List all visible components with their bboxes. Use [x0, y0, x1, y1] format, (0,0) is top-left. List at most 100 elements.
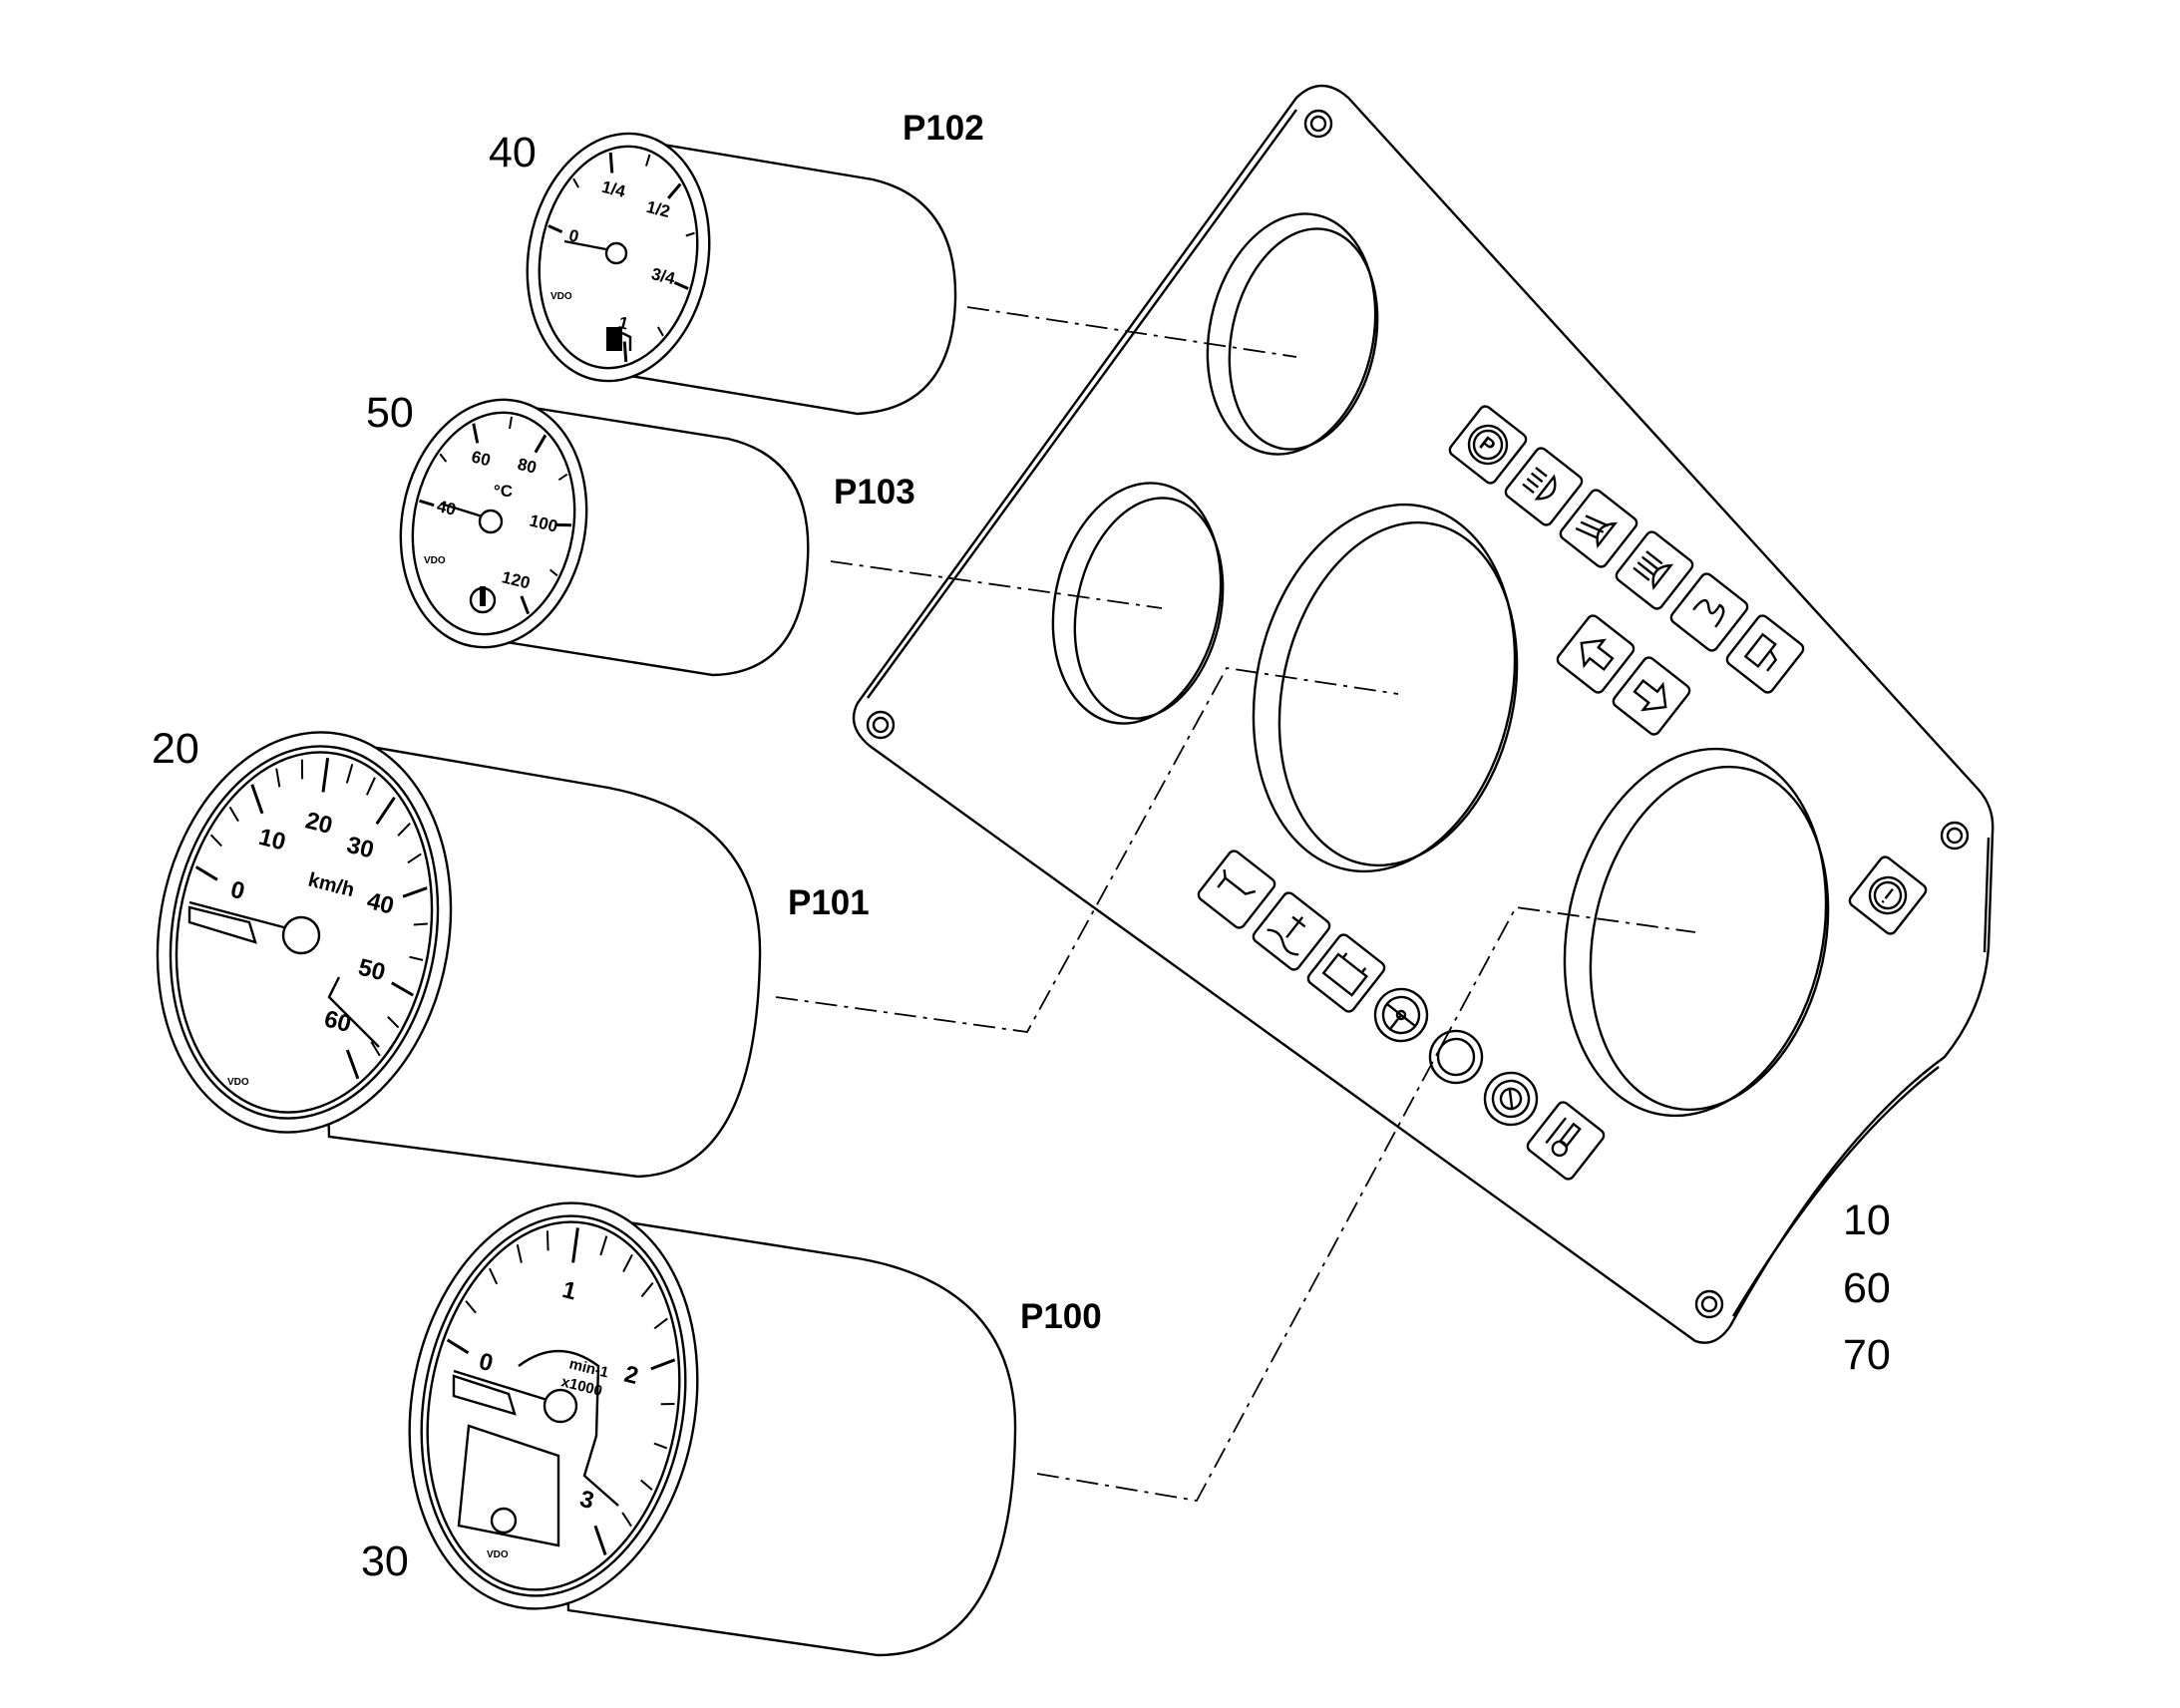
speedometer-tick-label: 10 [256, 824, 288, 856]
tachometer-tick-mark [446, 1338, 470, 1355]
speedometer-tick-mark [275, 768, 281, 788]
tachometer-tick-mark [545, 1230, 549, 1251]
speedometer-tick-mark [402, 886, 428, 898]
fuel-gauge-tick-mark [547, 224, 563, 234]
speedometer-tick-mark [387, 1016, 400, 1029]
speedometer-tick-label: 60 [321, 1005, 353, 1038]
callout-70: 70 [1843, 1331, 1891, 1379]
low-beam-icon [1559, 489, 1638, 568]
tachometer-tick-mark [621, 1512, 632, 1528]
fuel-gauge-tick-mark [644, 154, 651, 167]
part-label-p100: P100 [1020, 1297, 1102, 1336]
tachometer-tick-mark [653, 1442, 668, 1450]
brake-warning-icon [1483, 1071, 1539, 1127]
callout-50: 50 [366, 389, 414, 437]
tachometer-brand: VDO [487, 1549, 509, 1560]
tachometer-tick-mark [650, 1358, 676, 1371]
tachometer-tick-label: 0 [477, 1348, 496, 1377]
mounting-hole [866, 710, 896, 740]
gauge-hole-tachometer [1563, 747, 1830, 1118]
gauge-hole-speedometer [1252, 503, 1519, 873]
battery-icon [1306, 933, 1386, 1013]
fuel-gauge-tick-mark [673, 280, 689, 290]
mounting-hole [1940, 821, 1970, 851]
tachometer-tick-mark [599, 1235, 608, 1256]
tachometer-tick-mark [593, 1525, 607, 1556]
speedometer-tick-mark [391, 981, 414, 997]
speedometer-tick-label: 0 [228, 876, 247, 905]
tachometer-ticks: 0 1 2 3 [446, 1227, 676, 1556]
callout-10: 10 [1843, 1196, 1891, 1244]
temperature-gauge-tick-mark [508, 416, 514, 430]
speedometer-tick-mark [345, 1049, 360, 1080]
speedometer-tick-mark [250, 784, 264, 815]
temperature-gauge-tick-mark [534, 434, 547, 454]
mounting-hole [1303, 109, 1333, 139]
fuel-gauge-tick-mark [622, 341, 628, 363]
speedometer-tick-mark [321, 758, 330, 793]
speedometer-tick-mark [366, 777, 376, 796]
tachometer-tick-label: 3 [577, 1486, 596, 1515]
tachometer-tick-label: 2 [621, 1361, 640, 1390]
temperature-gauge-tick-mark [549, 568, 558, 577]
temperature-gauge-brand: VDO [424, 555, 446, 566]
fuel-gauge: 01/41/23/41 VDO [526, 132, 957, 416]
fuel-gauge-tick-mark [685, 231, 695, 237]
fuel-icon [1725, 614, 1805, 694]
warning-icon [1848, 855, 1928, 935]
tachometer-tick-mark [516, 1244, 523, 1263]
speedometer-tick-mark [375, 796, 396, 826]
oil-pressure-icon [1197, 850, 1276, 929]
parking-brake-icon: P [1448, 405, 1528, 485]
temperature-gauge-tick-label: 80 [516, 455, 539, 478]
part-label-p102: P102 [903, 109, 984, 148]
callout-30: 30 [361, 1537, 409, 1585]
mounting-hole [1694, 1289, 1724, 1319]
speedometer-tick-mark [413, 922, 428, 926]
speedometer-tick-mark [409, 955, 424, 961]
hydraulic-oil-temperature-icon [1526, 1101, 1606, 1181]
glow-plug-icon [1669, 572, 1749, 652]
temperature-gauge-tick-mark [439, 453, 448, 463]
speedometer-tick-mark [228, 806, 239, 823]
speedometer-tick-label: 50 [356, 954, 388, 987]
instrument-panel: P [852, 84, 1995, 1344]
tachometer-tick-label: 1 [559, 1276, 578, 1305]
tachometer-tick-mark [571, 1227, 579, 1263]
fuel-pump-icon [606, 327, 632, 351]
temperature-gauge-tick-mark [419, 499, 435, 508]
temperature-gauge-tick-label: 60 [470, 447, 493, 470]
fuel-gauge-tick-mark [656, 326, 664, 337]
tachometer-tick-mark [640, 1479, 653, 1491]
speedometer-brand: VDO [227, 1077, 249, 1088]
fuel-gauge-tick-mark [572, 177, 580, 188]
turn-left-icon [1556, 614, 1635, 694]
fuel-gauge-brand: VDO [550, 291, 572, 302]
speedometer-tick-mark [397, 823, 411, 837]
tachometer-tick-mark [622, 1253, 633, 1273]
speedometer-tick-mark [209, 834, 222, 848]
tachometer-tick-mark [640, 1281, 654, 1298]
rear-fog-light-icon [1504, 447, 1584, 526]
coolant-temperature-icon [469, 586, 497, 614]
temperature-gauge-unit: °C [494, 482, 513, 501]
callout-60: 60 [1843, 1264, 1891, 1312]
temperature-gauge-tick-label: 40 [435, 497, 458, 519]
gauge-hole-temperature [1051, 482, 1225, 725]
temperature-gauge-tick-mark [557, 473, 568, 482]
turn-right-icon [1612, 656, 1691, 736]
coolant-level-icon [1252, 891, 1331, 971]
tachometer-tick-mark [653, 1317, 668, 1330]
temperature-gauge-tick-mark [520, 595, 531, 615]
part-label-p103: P103 [834, 473, 915, 512]
gauge-hole-fuel [1206, 212, 1379, 456]
brake-icon [1428, 1029, 1484, 1085]
tachometer-tick-mark [489, 1267, 499, 1285]
speedometer-tick-mark [407, 853, 422, 864]
speedometer-tick-label: 30 [344, 832, 376, 864]
